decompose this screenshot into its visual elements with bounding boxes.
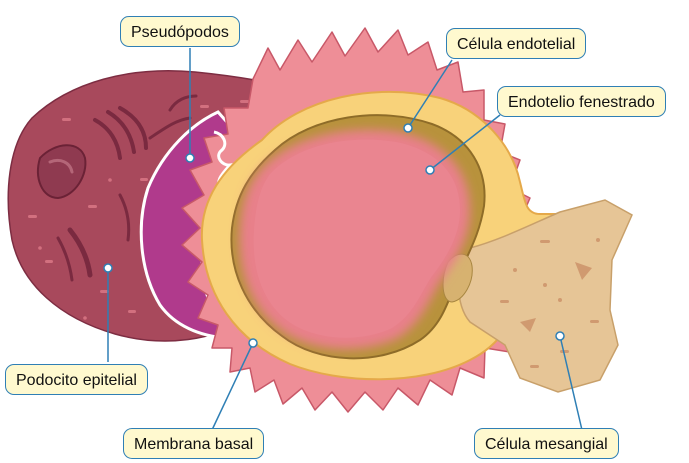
pseudopodos-marker [186,154,194,162]
label-endotelio-fenestrado: Endotelio fenestrado [497,86,666,117]
label-celula-endotelial: Célula endotelial [446,28,586,59]
label-pseudopodos: Pseudópodos [120,16,240,47]
podocito-epitelial-marker [104,264,112,272]
endotelio-fenestrado-marker [426,166,434,174]
label-membrana-basal: Membrana basal [123,428,264,459]
membrana-basal-marker [249,339,257,347]
celula-endotelial-marker [404,124,412,132]
celula-mesangial-marker [556,332,564,340]
label-podocito-epitelial: Podocito epitelial [5,364,148,395]
label-celula-mesangial: Célula mesangial [474,428,619,459]
